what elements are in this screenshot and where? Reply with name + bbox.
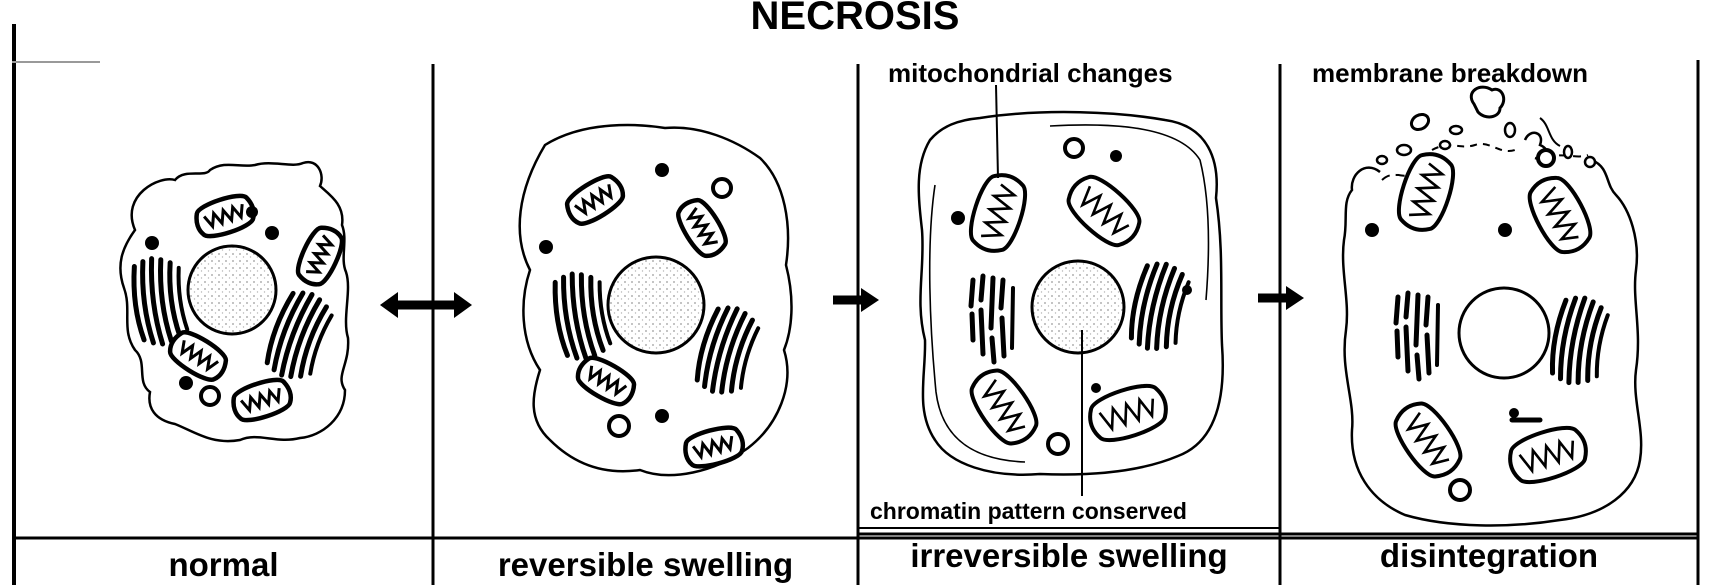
chromatin-pattern-label: chromatin pattern conserved [870,498,1187,525]
stage-label-normal: normal [14,545,433,585]
stage-label-reversible-swelling: reversible swelling [433,545,858,585]
mitochondrial-changes-label: mitochondrial changes [888,58,1173,89]
stage-label-irreversible-swelling: irreversible swelling [858,536,1280,576]
membrane-breakdown-label: membrane breakdown [1312,58,1588,89]
stage-label-disintegration: disintegration [1280,536,1698,576]
